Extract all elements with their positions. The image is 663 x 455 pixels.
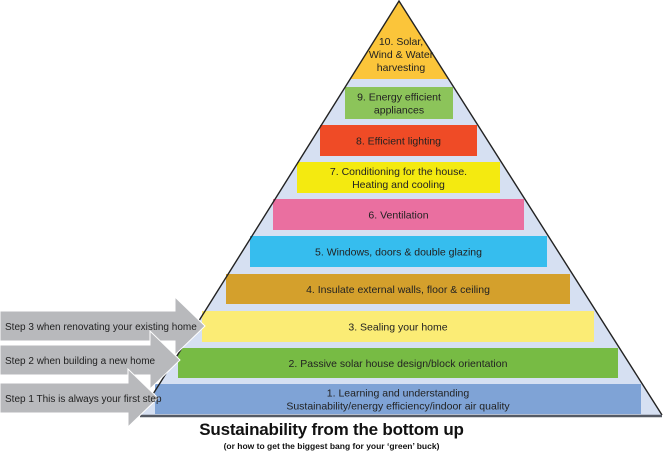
level-3-label: 3. Sealing your home [348, 322, 447, 334]
level-9-label: 9. Energy efficient [357, 92, 441, 104]
level-10-shape [350, 1, 449, 79]
level-10-label: harvesting [377, 62, 426, 74]
level-7-band [297, 162, 500, 193]
level-5-label: 5. Windows, doors & double glazing [315, 247, 482, 259]
level-6-band [273, 199, 524, 230]
step-label: Step 2 when building a new home [5, 356, 156, 367]
arrow-shape [0, 329, 181, 391]
diagram-subtitle: (or how to get the biggest bang for your… [223, 441, 440, 451]
pyramid-level-8: 8. Efficient lighting [320, 125, 477, 156]
level-5-band [250, 236, 547, 267]
step-label: Step 1 This is always your first step [5, 394, 162, 405]
level-4-label: 4. Insulate external walls, floor & ceil… [306, 284, 490, 296]
level-7-label: Heating and cooling [352, 179, 445, 191]
pyramid-outline [139, 0, 663, 416]
level-2-band [178, 348, 618, 378]
pyramid: 1. Learning and understandingSustainabil… [139, 0, 663, 418]
level-4-band [226, 274, 570, 304]
pyramid-level-6: 6. Ventilation [273, 199, 524, 230]
step-arrow-2: Step 2 when building a new home [0, 329, 181, 391]
level-3-band [202, 311, 594, 342]
level-10-label: 10. Solar, [379, 36, 423, 48]
pyramid-level-4: 4. Insulate external walls, floor & ceil… [226, 274, 570, 304]
level-9-band [345, 87, 453, 119]
pyramid-level-5: 5. Windows, doors & double glazing [250, 236, 547, 267]
level-9-label: appliances [374, 105, 424, 117]
level-1-band [155, 384, 641, 414]
level-10-label: Wind & Water [369, 49, 434, 61]
pyramid-level-7: 7. Conditioning for the house.Heating an… [297, 162, 500, 193]
level-1-label: 1. Learning and understanding [327, 388, 470, 400]
level-6-label: 6. Ventilation [368, 210, 428, 222]
diagram-title: Sustainability from the bottom up [199, 420, 464, 439]
step-arrows: Step 3 when renovating your existing hom… [0, 295, 206, 429]
step-label: Step 3 when renovating your existing hom… [5, 322, 197, 333]
arrow-shape [0, 367, 159, 429]
step-arrow-1: Step 1 This is always your first step [0, 367, 162, 429]
pyramid-level-1: 1. Learning and understandingSustainabil… [155, 384, 641, 414]
level-1-label: Sustainability/energy efficiency/indoor … [286, 401, 510, 413]
level-7-label: 7. Conditioning for the house. [330, 166, 467, 178]
level-2-label: 2. Passive solar house design/block orie… [289, 358, 508, 370]
pyramid-level-3: 3. Sealing your home [202, 311, 594, 342]
pyramid-level-2: 2. Passive solar house design/block orie… [178, 348, 618, 378]
level-8-band [320, 125, 477, 156]
level-8-label: 8. Efficient lighting [356, 136, 441, 148]
